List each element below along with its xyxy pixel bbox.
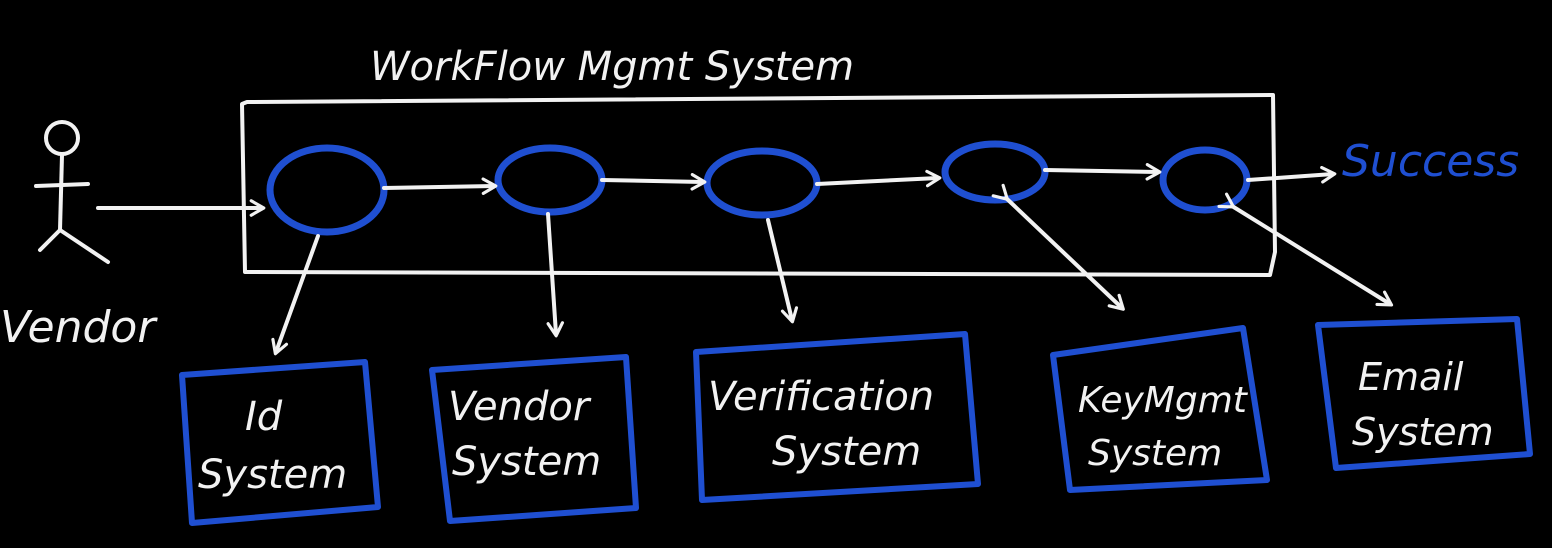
success-label: Success xyxy=(1342,136,1519,187)
actor-head xyxy=(44,120,80,156)
arrow-step-4-to-step-5 xyxy=(1043,163,1162,181)
system-box-id: Id System xyxy=(179,359,381,526)
system-keymgmt-line2: System xyxy=(1088,433,1222,474)
workflow-step-1 xyxy=(266,144,388,236)
system-id-line1: Id xyxy=(245,394,283,440)
actor-body xyxy=(58,153,64,232)
workflow-container-box xyxy=(240,93,1277,277)
actor-label: Vendor xyxy=(0,302,158,353)
workflow-step-4 xyxy=(941,140,1049,204)
arrow-step-1-to-step-2 xyxy=(382,177,498,195)
system-verification-line2: System xyxy=(772,429,921,475)
workflow-step-5 xyxy=(1159,146,1251,214)
arrow-step-1-to-id-system xyxy=(271,234,320,356)
arrow-step-2-to-vendor-system xyxy=(546,212,565,338)
actor-legs xyxy=(38,228,110,264)
arrow-step-5-to-success xyxy=(1246,166,1337,184)
arrow-keymgmt-link xyxy=(991,183,1125,311)
system-vendor-line1: Vendor xyxy=(448,384,592,430)
system-vendor-line2: System xyxy=(452,439,601,485)
system-box-verification: Verification System xyxy=(693,331,981,503)
system-id-line2: System xyxy=(198,452,347,498)
system-verification-line1: Verification xyxy=(708,374,934,420)
arrow-step-3-to-verification-system xyxy=(766,218,799,324)
actor-arms xyxy=(34,182,90,188)
arrow-step-2-to-step-3 xyxy=(600,173,707,191)
system-box-vendor: Vendor System xyxy=(429,354,639,524)
arrow-step-3-to-step-4 xyxy=(815,169,942,188)
workflow-container-title: WorkFlow Mgmt System xyxy=(370,44,854,90)
system-box-email: Email System xyxy=(1315,316,1533,471)
arrow-step-5-to-email-system xyxy=(1217,192,1394,307)
system-email-line2: System xyxy=(1352,410,1494,454)
workflow-step-2 xyxy=(494,144,606,216)
system-email-line1: Email xyxy=(1358,355,1464,399)
workflow-step-3 xyxy=(703,147,821,219)
system-box-keymgmt: KeyMgmt System xyxy=(1050,325,1270,493)
system-keymgmt-line1: KeyMgmt xyxy=(1078,380,1249,421)
vendor-actor xyxy=(34,120,110,264)
